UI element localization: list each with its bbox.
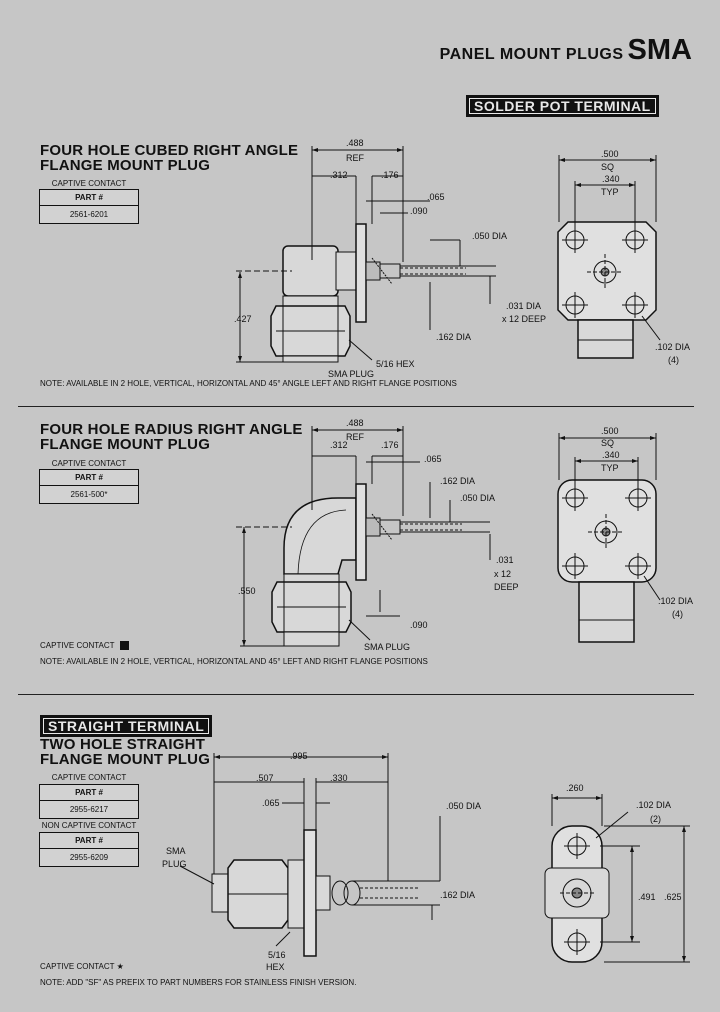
s2-dim-176: .176 — [381, 440, 399, 450]
straight-terminal-band: STRAIGHT TERMINAL — [40, 715, 213, 737]
s1-dim-488: .488 — [346, 138, 364, 148]
section1-side-view — [236, 146, 496, 363]
dimension-arrows — [214, 148, 686, 962]
section2-side-view — [236, 426, 491, 647]
s1-dim-176: .176 — [381, 170, 399, 180]
s2-dim-deep: DEEP — [494, 582, 519, 592]
section3-part-box-captive: PART # 2955-6217 — [39, 784, 139, 819]
s3-front-2: (2) — [650, 814, 661, 824]
section2-front-view — [557, 433, 661, 643]
section3-note: NOTE: ADD "SF" AS PREFIX TO PART NUMBERS… — [40, 978, 357, 987]
s1-dim-050: .050 DIA — [472, 231, 507, 241]
section3-captive-note: CAPTIVE CONTACT ★ — [40, 962, 124, 971]
s3-dim-065: .065 — [262, 798, 280, 808]
divider-2 — [18, 694, 694, 695]
section3-title: TWO HOLE STRAIGHT FLANGE MOUNT PLUG — [40, 736, 211, 768]
section3-contact-label-2: NON CAPTIVE CONTACT — [41, 821, 137, 830]
section2-captive-note: CAPTIVE CONTACT — [40, 641, 129, 651]
s3-dim-sma: SMA — [166, 846, 186, 856]
s2-dim-plug: SMA PLUG — [364, 642, 410, 652]
s3-dim-162: .162 DIA — [440, 890, 475, 900]
s2-front-102: .102 DIA — [658, 596, 693, 606]
s2-dim-065: .065 — [424, 454, 442, 464]
s3-dim-050: .050 DIA — [446, 801, 481, 811]
s2-dim-090: .090 — [410, 620, 428, 630]
section2-title: FOUR HOLE RADIUS RIGHT ANGLE FLANGE MOUN… — [40, 421, 303, 453]
s1-dim-312: .312 — [330, 170, 348, 180]
s1-dim-hex: 5/16 HEX — [376, 359, 415, 369]
s1-front-4: (4) — [668, 355, 679, 365]
s3-dim-507: .507 — [256, 773, 274, 783]
s1-dim-065: .065 — [427, 192, 445, 202]
s1-dim-031: .031 DIA — [506, 301, 541, 311]
section1-front-view — [557, 155, 661, 359]
section3-side-view — [179, 753, 441, 957]
s1-front-typ: TYP — [601, 187, 619, 197]
section1-part-box: PART # 2561-6201 — [39, 189, 139, 224]
s3-dim-330: .330 — [330, 773, 348, 783]
s2-front-sq: SQ — [601, 438, 614, 448]
s3-dim-hex1: 5/16 — [268, 950, 286, 960]
s3-dim-hex2: HEX — [266, 962, 285, 972]
s2-front-typ: TYP — [601, 463, 619, 473]
section3-front-view — [544, 794, 690, 963]
s3-front-625: .625 — [664, 892, 682, 902]
divider-1 — [18, 406, 694, 407]
s3-front-102: .102 DIA — [636, 800, 671, 810]
s1-front-340: .340 — [602, 174, 620, 184]
s1-dim-162: .162 DIA — [436, 332, 471, 342]
s2-front-4: (4) — [672, 609, 683, 619]
s1-front-500: .500 — [601, 149, 619, 159]
s3-dim-995: .995 — [290, 751, 308, 761]
s3-front-491: .491 — [638, 892, 656, 902]
section1-title: FOUR HOLE CUBED RIGHT ANGLE FLANGE MOUNT… — [40, 142, 299, 174]
captive-square-icon — [119, 641, 129, 651]
s1-dim-090: .090 — [410, 206, 428, 216]
section3-contact-label: CAPTIVE CONTACT — [51, 773, 127, 782]
s2-dim-162: .162 DIA — [440, 476, 475, 486]
section1-contact-label: CAPTIVE CONTACT — [51, 179, 127, 188]
s2-dim-312: .312 — [330, 440, 348, 450]
s2-dim-031: .031 — [496, 555, 514, 565]
s1-dim-x12: x 12 DEEP — [502, 314, 546, 324]
s1-dim-plug: SMA PLUG — [328, 369, 374, 379]
s2-dim-550: .550 — [238, 586, 256, 596]
s2-dim-ref: REF — [346, 432, 365, 442]
s2-front-340: .340 — [602, 450, 620, 460]
s2-dim-488: .488 — [346, 418, 364, 428]
section2-part-box: PART # 2561-500* — [39, 469, 139, 504]
section1-note: NOTE: AVAILABLE IN 2 HOLE, VERTICAL, HOR… — [40, 379, 457, 388]
s1-front-sq: SQ — [601, 162, 614, 172]
s2-dim-x12: x 12 — [494, 569, 511, 579]
s2-dim-050: .050 DIA — [460, 493, 495, 503]
s3-front-260: .260 — [566, 783, 584, 793]
s3-dim-plug: PLUG — [162, 859, 187, 869]
solder-pot-terminal-band: SOLDER POT TERMINAL — [466, 95, 659, 117]
section2-contact-label: CAPTIVE CONTACT — [51, 459, 127, 468]
s1-dim-427: .427 — [234, 314, 252, 324]
section2-note: NOTE: AVAILABLE IN 2 HOLE, VERTICAL, HOR… — [40, 657, 428, 666]
section3-part-box-noncaptive: PART # 2955-6209 — [39, 832, 139, 867]
s2-front-500: .500 — [601, 426, 619, 436]
s1-dim-ref: REF — [346, 153, 365, 163]
s1-front-102: .102 DIA — [655, 342, 690, 352]
